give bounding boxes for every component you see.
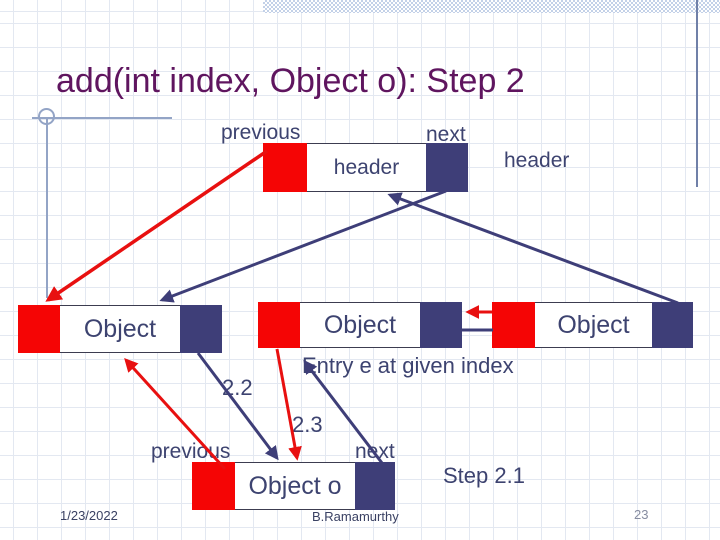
label-previous-bottom: previous — [151, 440, 231, 463]
decorative-horizontal-line — [32, 117, 172, 119]
new-object-next-cell — [355, 462, 395, 510]
new-object-prev-cell — [192, 462, 235, 510]
edge-entry-prev-to-new-object — [275, 348, 302, 461]
middle-object-label: Object — [323, 310, 397, 339]
decorative-circle-icon — [38, 108, 55, 125]
left-object-prev-cell — [18, 305, 60, 353]
right-object-next-cell — [652, 302, 693, 348]
left-object-next-cell — [180, 305, 222, 353]
header-node: header — [263, 143, 468, 192]
left-object-label: Object — [83, 314, 157, 343]
new-object-node: Object o — [192, 462, 395, 510]
label-next-top: next — [426, 123, 466, 146]
right-accent-rule — [696, 0, 698, 187]
label-next-bottom: next — [355, 440, 395, 463]
header-node-label: header — [333, 155, 400, 179]
footer-date: 1/23/2022 — [60, 508, 118, 523]
slide-title: add(int index, Object o): Step 2 — [56, 62, 525, 100]
middle-object-prev-cell — [258, 302, 300, 348]
label-step-2-3: 2.3 — [292, 412, 323, 437]
left-object-node: Object — [18, 305, 222, 353]
middle-object-node: Object — [258, 302, 462, 348]
label-header-floating: header — [504, 149, 570, 172]
decorative-vertical-line — [46, 118, 48, 298]
top-accent-band — [263, 0, 720, 13]
edge-header-chain-to-left-object — [159, 189, 447, 303]
footer-page-number: 23 — [634, 507, 649, 522]
label-previous-top: previous — [221, 121, 301, 144]
right-object-node: Object — [492, 302, 693, 348]
header-node-prev-cell — [263, 143, 307, 192]
label-entry-note: Entry e at given index — [302, 353, 514, 378]
footer-author: B.Ramamurthy — [312, 509, 399, 524]
label-step-2-1: Step 2.1 — [443, 463, 525, 488]
edge-right-object-to-header — [387, 192, 679, 305]
header-node-next-cell — [426, 143, 468, 192]
label-step-2-2: 2.2 — [222, 375, 253, 400]
edge-header-prev-to-left-object — [45, 149, 268, 302]
middle-object-next-cell — [420, 302, 462, 348]
right-object-prev-cell — [492, 302, 535, 348]
new-object-label: Object o — [248, 471, 342, 500]
right-object-label: Object — [557, 310, 630, 339]
